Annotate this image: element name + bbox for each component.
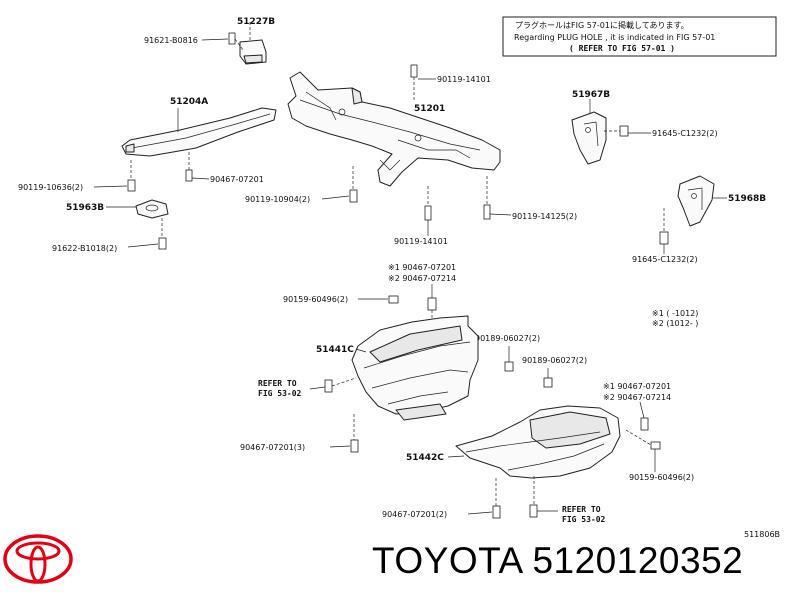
legend-mark2: ※2 (1012- ): [652, 319, 698, 328]
label-51441C: 51441C: [316, 345, 354, 355]
label-90119-14101-bottom: 90119-14101: [394, 237, 448, 246]
under-cover-51442C: [455, 405, 621, 479]
label-91645-C1232-top: 91645-C1232(2): [652, 129, 718, 138]
toyota-logo-icon: [3, 534, 73, 584]
label-mark2-top: ※2 90467-07214: [388, 274, 456, 283]
bracket-51968B: [677, 175, 715, 227]
label-51967B: 51967B: [572, 90, 610, 100]
plug-hole-note: プラグホールはFIG 57-01に掲載してあります。 Regarding PLU…: [502, 16, 777, 57]
label-51963B: 51963B: [66, 203, 104, 213]
brand-part-number: TOYOTA 5120120352: [372, 540, 743, 582]
label-90467-07201: 90467-07201: [210, 175, 264, 184]
note-line-3: ( REFER TO FIG 57-01 ): [569, 44, 675, 53]
bracket-51227B: [228, 22, 267, 65]
label-90467-07201-2: 90467-07201(2): [382, 510, 447, 519]
label-mark1-top: ※1 90467-07201: [388, 263, 456, 272]
subframe-51201: [287, 64, 501, 187]
legend-mark1: ※1 ( -1012): [652, 309, 698, 318]
label-refer-53-b-2: FIG 53-02: [562, 515, 606, 524]
label-refer-53-b-1: REFER TO: [562, 505, 601, 514]
brand-name: TOYOTA: [372, 540, 522, 581]
label-51204A: 51204A: [170, 97, 208, 107]
label-90159-60496-top: 90159-60496(2): [283, 295, 348, 304]
label-51968B: 51968B: [728, 194, 766, 204]
label-90119-10636: 90119-10636(2): [18, 183, 83, 192]
plate-51963B: [135, 199, 169, 219]
note-line-2: Regarding PLUG HOLE , it is indicated in…: [514, 33, 715, 42]
label-90189-06027-b: 90189-06027(2): [522, 356, 587, 365]
label-90119-14125: 90119-14125(2): [512, 212, 577, 221]
label-91645-C1232-bottom: 91645-C1232(2): [632, 255, 698, 264]
label-90119-14101-top: 90119-14101: [437, 75, 491, 84]
label-91621-B0816: 91621-B0816: [144, 36, 198, 45]
label-91622-B1018: 91622-B1018(2): [52, 244, 117, 253]
under-cover-51441C: [351, 315, 479, 421]
part-number: 5120120352: [532, 540, 744, 581]
label-mark2-right: ※2 90467-07214: [603, 393, 671, 402]
label-mark1-right: ※1 90467-07201: [603, 382, 671, 391]
crossmember-51204A: [121, 107, 277, 157]
label-51227B: 51227B: [237, 17, 275, 27]
label-90159-60496-right: 90159-60496(2): [629, 473, 694, 482]
label-90467-07201-3: 90467-07201(3): [240, 443, 305, 452]
label-51201: 51201: [414, 104, 445, 114]
label-refer-53-a-2: FIG 53-02: [258, 389, 302, 398]
label-51442C: 51442C: [406, 453, 444, 463]
label-refer-53-a-1: REFER TO: [258, 379, 297, 388]
bracket-51967B: [571, 111, 607, 165]
note-line-1: プラグホールはFIG 57-01に掲載してあります。: [515, 20, 689, 30]
label-90189-06027-a: 90189-06027(2): [475, 334, 540, 343]
figure-reference: 511806B: [744, 530, 781, 539]
label-90119-10904: 90119-10904(2): [245, 195, 310, 204]
